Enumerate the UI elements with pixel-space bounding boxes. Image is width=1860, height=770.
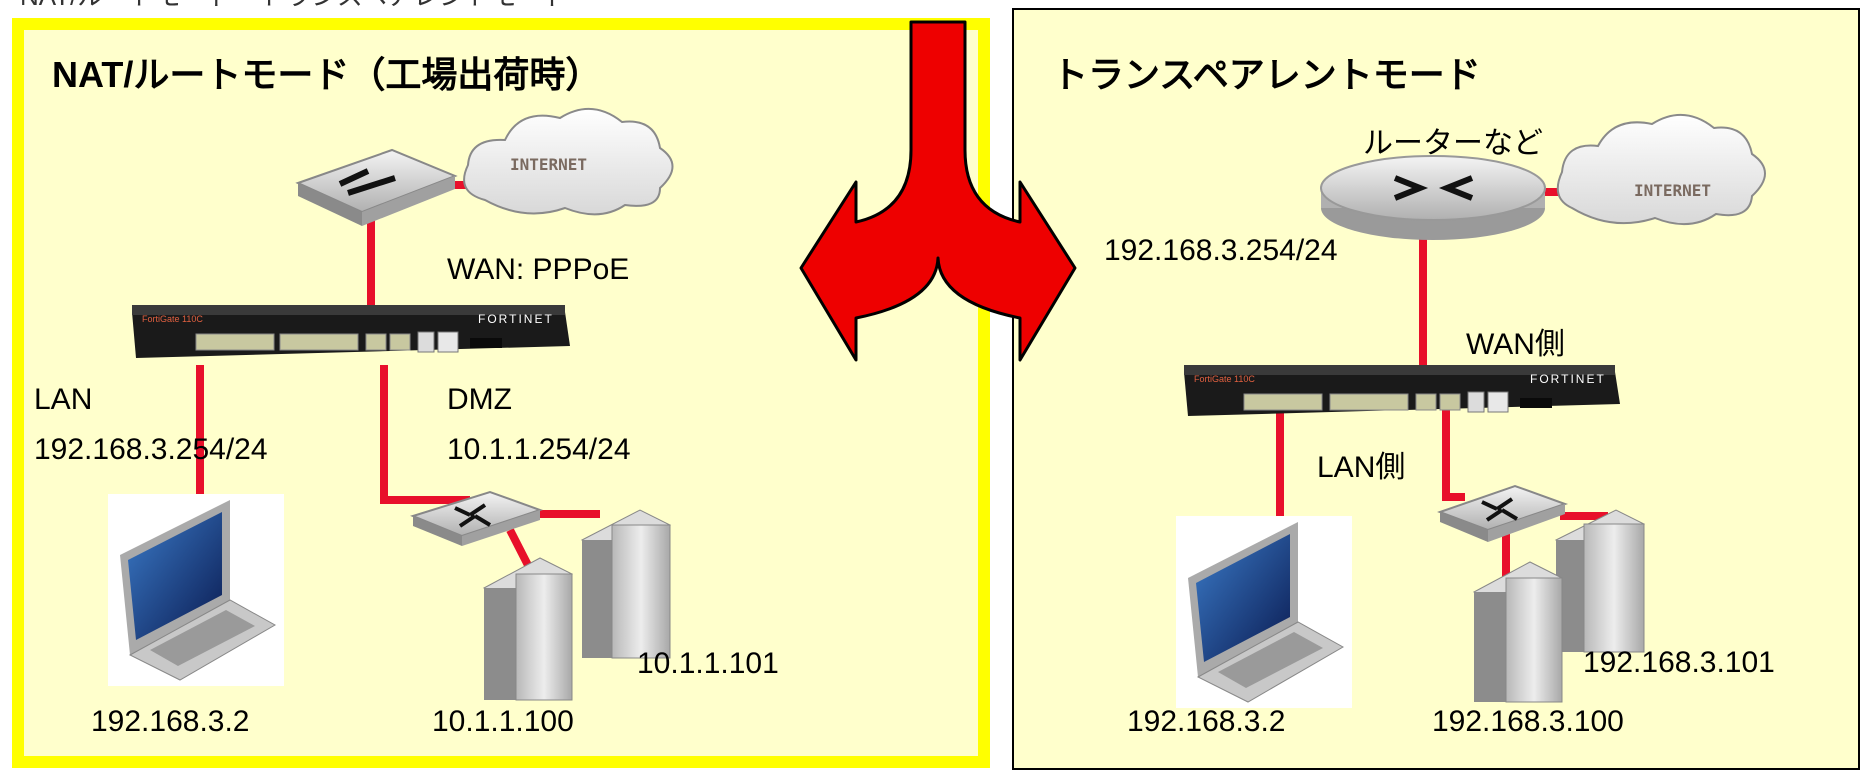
svg-text:FortiGate 110C: FortiGate 110C	[1194, 374, 1255, 384]
switch-icon-left	[410, 490, 544, 546]
transparent-mode-title: トランスペアレントモード	[1052, 54, 1481, 95]
wan-label-left: WAN: PPPoE	[447, 253, 630, 286]
fortigate-right: FortiGate 110C FORTINET	[1184, 365, 1620, 416]
dmz-link-right	[1442, 408, 1465, 501]
internet-cloud-right: INTERNET	[1556, 113, 1766, 226]
dmz-ip-left: 10.1.1.254/24	[447, 433, 631, 466]
top-caption: NAT/ルートモード・トランスペアレントモード	[20, 0, 569, 14]
internet-cloud-left: INTERNET	[463, 107, 674, 216]
server2-ip-left: 10.1.1.101	[637, 647, 779, 680]
cloud-label-right: INTERNET	[1634, 181, 1711, 200]
router-icon-right	[1320, 155, 1546, 240]
dmz-label-left: DMZ	[447, 383, 512, 416]
svg-text:FORTINET: FORTINET	[478, 312, 554, 326]
svg-text:FORTINET: FORTINET	[1530, 372, 1606, 386]
mode-switch-arrow	[799, 20, 1077, 362]
server-rear-right	[1554, 509, 1646, 653]
server1-ip-left: 10.1.1.100	[432, 705, 574, 738]
svg-text:FortiGate 110C: FortiGate 110C	[142, 314, 203, 324]
wan-side-label-right: WAN側	[1466, 328, 1565, 361]
client-ip-left: 192.168.3.2	[91, 705, 250, 738]
nat-route-mode-title: NAT/ルートモード（工場出荷時）	[52, 54, 602, 95]
laptop-icon-right	[1176, 516, 1352, 708]
lan-ip-left: 192.168.3.254/24	[34, 433, 268, 466]
laptop-icon-left	[108, 494, 284, 686]
server-rear-left	[580, 509, 672, 659]
server-front-left	[482, 557, 574, 701]
server-front-right	[1472, 561, 1564, 703]
router-icon-left	[295, 148, 458, 226]
router-label-right: ルーターなど	[1363, 127, 1543, 160]
fortigate-left: FortiGate 110C FORTINET	[132, 305, 570, 358]
lan-side-label-right: LAN側	[1317, 451, 1406, 484]
server1-ip-right: 192.168.3.100	[1432, 705, 1624, 738]
dmz-link-left	[380, 365, 470, 504]
server2-ip-right: 192.168.3.101	[1583, 646, 1775, 679]
client-ip-right: 192.168.3.2	[1127, 705, 1286, 738]
switch-icon-right	[1437, 484, 1569, 542]
router-ip-right: 192.168.3.254/24	[1104, 234, 1338, 267]
cloud-label-left: INTERNET	[510, 155, 587, 174]
lan-label-left: LAN	[34, 383, 93, 416]
